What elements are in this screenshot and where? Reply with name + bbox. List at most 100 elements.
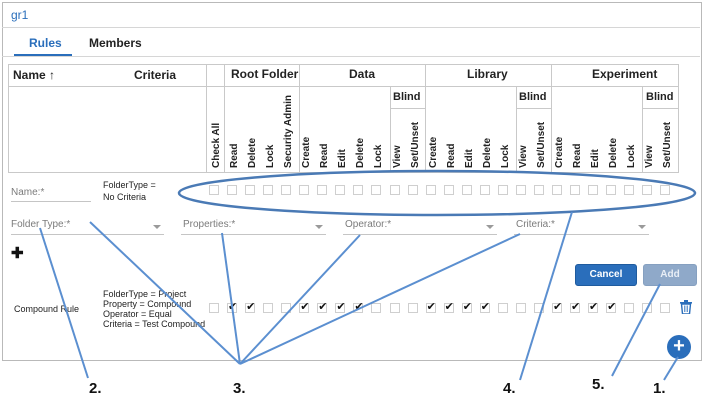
permission-checkbox[interactable] [317,185,328,195]
sort-ascending-icon[interactable]: ↑ [49,68,56,82]
add-rule-icon[interactable]: + [667,335,691,359]
active-tab-indicator [14,54,72,56]
permission-checkbox[interactable] [209,303,219,313]
properties-select[interactable]: Properties:* [183,219,236,230]
criteria-select[interactable]: Criteria:* [516,219,555,230]
permission-checkbox[interactable] [660,185,671,195]
chevron-down-icon[interactable] [315,225,323,229]
permission-checkbox[interactable] [606,303,617,313]
callout-label: 5. [592,376,605,393]
permission-checkbox[interactable] [479,185,490,195]
permission-checkbox[interactable] [425,185,436,195]
blind-header-data: Blind [393,91,421,103]
permission-checkbox[interactable] [281,185,292,195]
permission-checkbox[interactable] [389,185,400,195]
grid-line [8,64,679,65]
permission-checkbox[interactable] [588,185,599,195]
permission-checkbox[interactable] [353,185,364,195]
permission-checkbox[interactable] [642,185,653,195]
criteria-summary-line1: FolderType = [103,180,156,190]
permission-checkbox[interactable] [407,303,418,313]
permission-checkbox[interactable] [371,185,382,195]
permission-checkbox[interactable] [407,185,418,195]
cancel-button[interactable]: Cancel [575,264,637,286]
blind-header-experiment: Blind [646,91,674,103]
permission-checkbox[interactable] [515,185,526,195]
name-field[interactable]: Name:* [11,187,45,198]
permission-checkbox[interactable] [263,185,274,195]
permission-checkbox[interactable] [533,303,544,313]
folder-type-underline [11,234,164,235]
name-field-underline [11,201,91,202]
permission-checkbox[interactable] [299,185,310,195]
operator-select[interactable]: Operator:* [345,219,392,230]
permission-checkbox[interactable] [624,185,635,195]
permission-checkbox[interactable] [335,303,346,313]
rule-criteria-line: Operator = Equal [103,309,172,319]
permission-checkbox[interactable] [389,303,400,313]
rule-criteria-line: Criteria = Test Compound [103,319,206,329]
permission-checkbox[interactable] [281,303,292,313]
tab-members[interactable]: Members [89,36,142,50]
permission-checkbox[interactable] [515,303,526,313]
permission-checkbox[interactable] [317,303,328,313]
chevron-down-icon[interactable] [153,225,161,229]
permission-checkbox[interactable] [479,303,490,313]
permission-checkbox[interactable] [551,185,562,195]
add-button[interactable]: Add [643,264,697,286]
group-title: gr1 [11,8,29,22]
rule-criteria-line: FolderType = Project [103,289,187,299]
permission-checkbox[interactable] [443,185,454,195]
rule-name: Compound Rule [14,304,80,314]
permission-checkbox[interactable] [497,185,508,195]
permission-checkbox[interactable] [245,185,256,195]
permission-checkbox[interactable] [461,303,472,313]
permission-checkbox[interactable] [624,303,635,313]
divider [2,27,700,28]
divider [2,56,700,57]
grid-line [206,64,207,172]
permission-checkbox[interactable] [533,185,544,195]
column-header-name[interactable]: Name ↑ [13,68,55,82]
permission-checkbox[interactable] [443,303,454,313]
grid-line [8,86,679,87]
highlight-ellipse [177,169,697,217]
callout-label: 1. [653,380,666,397]
folder-type-select[interactable]: Folder Type:* [11,219,71,230]
group-header-data: Data [349,67,376,81]
permission-checkbox[interactable] [570,185,580,195]
checkmark-icon: ✔ [607,301,617,313]
permission-checkbox[interactable] [660,303,671,313]
permission-checkbox[interactable] [245,303,256,313]
permission-checkbox[interactable] [497,303,508,313]
permission-checkbox[interactable] [588,303,599,313]
permission-checkbox[interactable] [606,185,617,195]
grid-line [516,108,552,109]
chevron-down-icon[interactable] [486,225,494,229]
checkmark-icon: ✔ [589,301,599,313]
checkmark-icon: ✔ [426,301,436,313]
group-panel [2,2,702,361]
permission-checkbox[interactable] [263,303,274,313]
permission-checkbox[interactable] [551,303,562,313]
chevron-down-icon[interactable] [638,225,646,229]
trash-icon[interactable] [680,300,692,314]
permission-checkbox[interactable] [299,303,310,313]
add-criteria-icon[interactable]: ✚ [11,245,24,262]
permission-checkbox[interactable] [570,303,580,313]
permission-checkbox[interactable] [227,185,238,195]
permission-checkbox[interactable] [335,185,346,195]
properties-underline [181,234,326,235]
permission-checkbox[interactable] [461,185,472,195]
column-header-criteria: Criteria [134,68,177,82]
permission-checkbox[interactable] [371,303,382,313]
tab-rules[interactable]: Rules [29,36,62,50]
grid-line [390,108,426,109]
grid-line [425,64,426,172]
permission-checkbox[interactable] [209,185,219,195]
checkmark-icon: ✔ [571,301,581,313]
operator-underline [343,234,497,235]
group-header-experiment: Experiment [592,67,658,81]
permission-checkbox[interactable] [425,303,436,313]
grid-line [516,86,517,172]
